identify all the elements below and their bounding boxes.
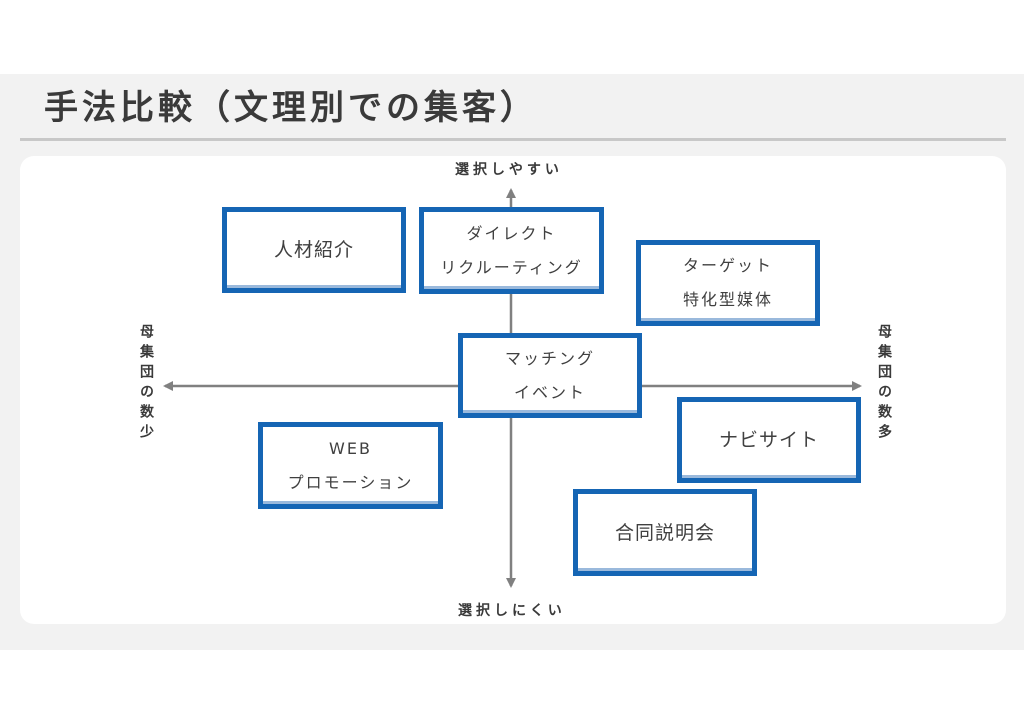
axis-label-right: 母集団の数多 (876, 324, 892, 444)
axis-label-top: 選択しやすい (455, 162, 563, 178)
box-jinzai-shokai-label: 人材紹介 (273, 239, 354, 261)
box-target-media-line-1: ターゲット (682, 256, 773, 275)
box-target-media: ターゲット 特化型媒体 (636, 240, 820, 326)
box-godo-setsumeikai: 合同説明会 (573, 489, 757, 576)
box-direct-recruiting-line-1: ダイレクト (466, 223, 557, 243)
box-matching-event-line-1: マッチング (504, 348, 595, 368)
box-web-promotion-line-1: WEB (329, 438, 372, 458)
axis-label-left: 母集団の数少 (138, 324, 154, 444)
box-matching-event: マッチング イベント (458, 333, 642, 418)
box-godo-setsumeikai-label: 合同説明会 (614, 521, 715, 544)
box-direct-recruiting: ダイレクト リクルーティング (419, 207, 604, 294)
box-web-promotion-line-2: プロモーション (287, 472, 414, 492)
slide-title: 手法比較（文理別での集客） (44, 88, 538, 128)
box-web-promotion: WEB プロモーション (258, 422, 443, 509)
box-target-media-line-2: 特化型媒体 (682, 290, 773, 309)
box-matching-event-line-2: イベント (513, 382, 586, 402)
box-navi-site-label: ナビサイト (718, 429, 819, 451)
box-direct-recruiting-line-2: リクルーティング (440, 257, 583, 277)
box-navi-site: ナビサイト (677, 397, 861, 483)
box-jinzai-shokai: 人材紹介 (222, 207, 406, 293)
title-divider (20, 138, 1006, 141)
axis-label-bottom: 選択しにくい (458, 603, 566, 619)
